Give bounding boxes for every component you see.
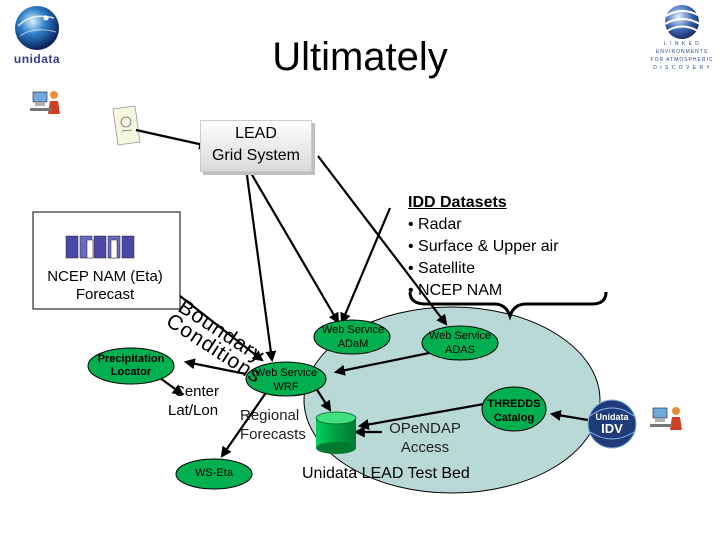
precip-label: Precipitation Locator xyxy=(88,353,174,379)
wseta-bubble xyxy=(175,458,253,490)
arrow-ncep-to-wrf xyxy=(179,295,264,362)
ws-adas-line2: ADAS xyxy=(445,344,475,356)
ws-wrf-line2: WRF xyxy=(273,381,299,393)
center-line1: Center xyxy=(174,383,220,400)
lead-logo-line: L I N K E D xyxy=(664,41,700,47)
opendap-label: OPeNDAP Access xyxy=(382,419,468,457)
ws-adam-line2: ADaM xyxy=(337,338,369,350)
lead-grid-line2: Grid System xyxy=(211,147,300,164)
lead-logo-line: FOR ATMOSPHERIC xyxy=(650,57,714,63)
supercomputer-icon xyxy=(65,235,135,259)
ws-adas-label: Web Service ADAS xyxy=(420,329,500,357)
lead-logo-line: ENVIRONMENTS xyxy=(655,49,709,55)
idd-item: • NCEP NAM xyxy=(408,282,503,299)
idd-item: • Radar xyxy=(408,216,462,233)
regional-line1: Regional xyxy=(240,407,300,424)
unidata-logo-text: unidata xyxy=(13,52,61,66)
unidata-globe-icon xyxy=(15,6,59,50)
lead-grid-line1: LEAD xyxy=(235,125,277,142)
ncep-label: NCEP NAM (Eta) Forecast xyxy=(30,268,180,304)
ws-adam-label: Web Service ADaM xyxy=(314,323,392,351)
lead-logo-line: D I S C O V E R Y xyxy=(653,65,711,71)
arrow-grid-to-wrf xyxy=(244,167,277,363)
ws-wrf-bubble xyxy=(245,361,327,397)
thredds-line2: Catalog xyxy=(493,412,535,424)
precip-line2: Locator xyxy=(110,366,152,378)
lead-globe-icon xyxy=(664,5,701,39)
ncep-line2: Forecast xyxy=(75,286,135,303)
idd-item: • Satellite xyxy=(408,260,475,277)
idd-datasets-list: IDD Datasets • Radar • Surface & Upper a… xyxy=(408,192,559,302)
idv-globe-icon xyxy=(587,399,637,449)
ws-wrf-line1: Web Service xyxy=(254,367,318,379)
precip-line1: Precipitation xyxy=(97,353,165,365)
ncep-box xyxy=(32,211,181,310)
arrow-wrf-to-wseta xyxy=(220,383,273,458)
idv-line2: IDV xyxy=(601,421,623,436)
wseta-label: WS-Eta xyxy=(195,467,233,479)
ws-adam-bubble xyxy=(313,319,391,355)
arrow-idd-to-adam xyxy=(340,207,392,325)
user-workstation-icon xyxy=(30,91,60,114)
database-cylinder-icon xyxy=(315,411,357,454)
thredds-label: THREDDS Catalog xyxy=(482,397,546,425)
thredds-line1: THREDDS xyxy=(487,398,541,410)
ws-adas-bubble xyxy=(421,325,499,361)
thredds-bubble xyxy=(481,386,547,432)
arrow-wrf-to-precip xyxy=(183,358,247,376)
regional-forecasts-label: Regional Forecasts xyxy=(240,406,306,444)
idv-label: Unidata IDV xyxy=(592,412,632,436)
precip-bubble xyxy=(87,347,175,385)
arrow-doc-to-grid xyxy=(135,128,211,150)
user-workstation-right-icon xyxy=(650,407,682,430)
idd-item: • Surface & Upper air xyxy=(408,238,559,255)
opendap-line1: OPeNDAP xyxy=(389,420,461,437)
arrow-idv-to-thredds xyxy=(549,410,589,422)
lead-grid-system-box: LEAD Grid System xyxy=(200,120,312,172)
regional-line2: Forecasts xyxy=(240,426,306,443)
center-latlon-label: Center Lat/Lon xyxy=(168,382,230,420)
lead-logo-text: L I N K E D ENVIRONMENTS FOR ATMOSPHERIC… xyxy=(644,40,720,72)
arrow-grid-to-adam xyxy=(247,167,340,324)
opendap-line2: Access xyxy=(400,439,450,456)
ws-adas-line1: Web Service xyxy=(428,330,492,342)
ws-adam-line1: Web Service xyxy=(321,324,385,336)
arrow-grid-to-adas xyxy=(317,155,448,326)
testbed-ellipse xyxy=(303,306,601,494)
idv-line1: Unidata xyxy=(595,412,629,422)
arrow-thredds-to-db xyxy=(357,402,485,430)
arrows xyxy=(135,128,485,458)
ncep-line1: NCEP NAM (Eta) xyxy=(47,268,163,285)
workflow-document-icon xyxy=(112,105,141,146)
testbed-label: Unidata LEAD Test Bed xyxy=(302,465,470,482)
idd-brace xyxy=(408,291,608,321)
ws-wrf-label: Web Service WRF xyxy=(246,366,326,394)
arrow-precip-to-center xyxy=(159,377,184,396)
arrow-adas-to-wrf xyxy=(333,350,435,376)
center-line2: Lat/Lon xyxy=(168,402,219,419)
idd-title: IDD Datasets xyxy=(408,194,507,211)
slide-title: Ultimately xyxy=(272,35,448,79)
